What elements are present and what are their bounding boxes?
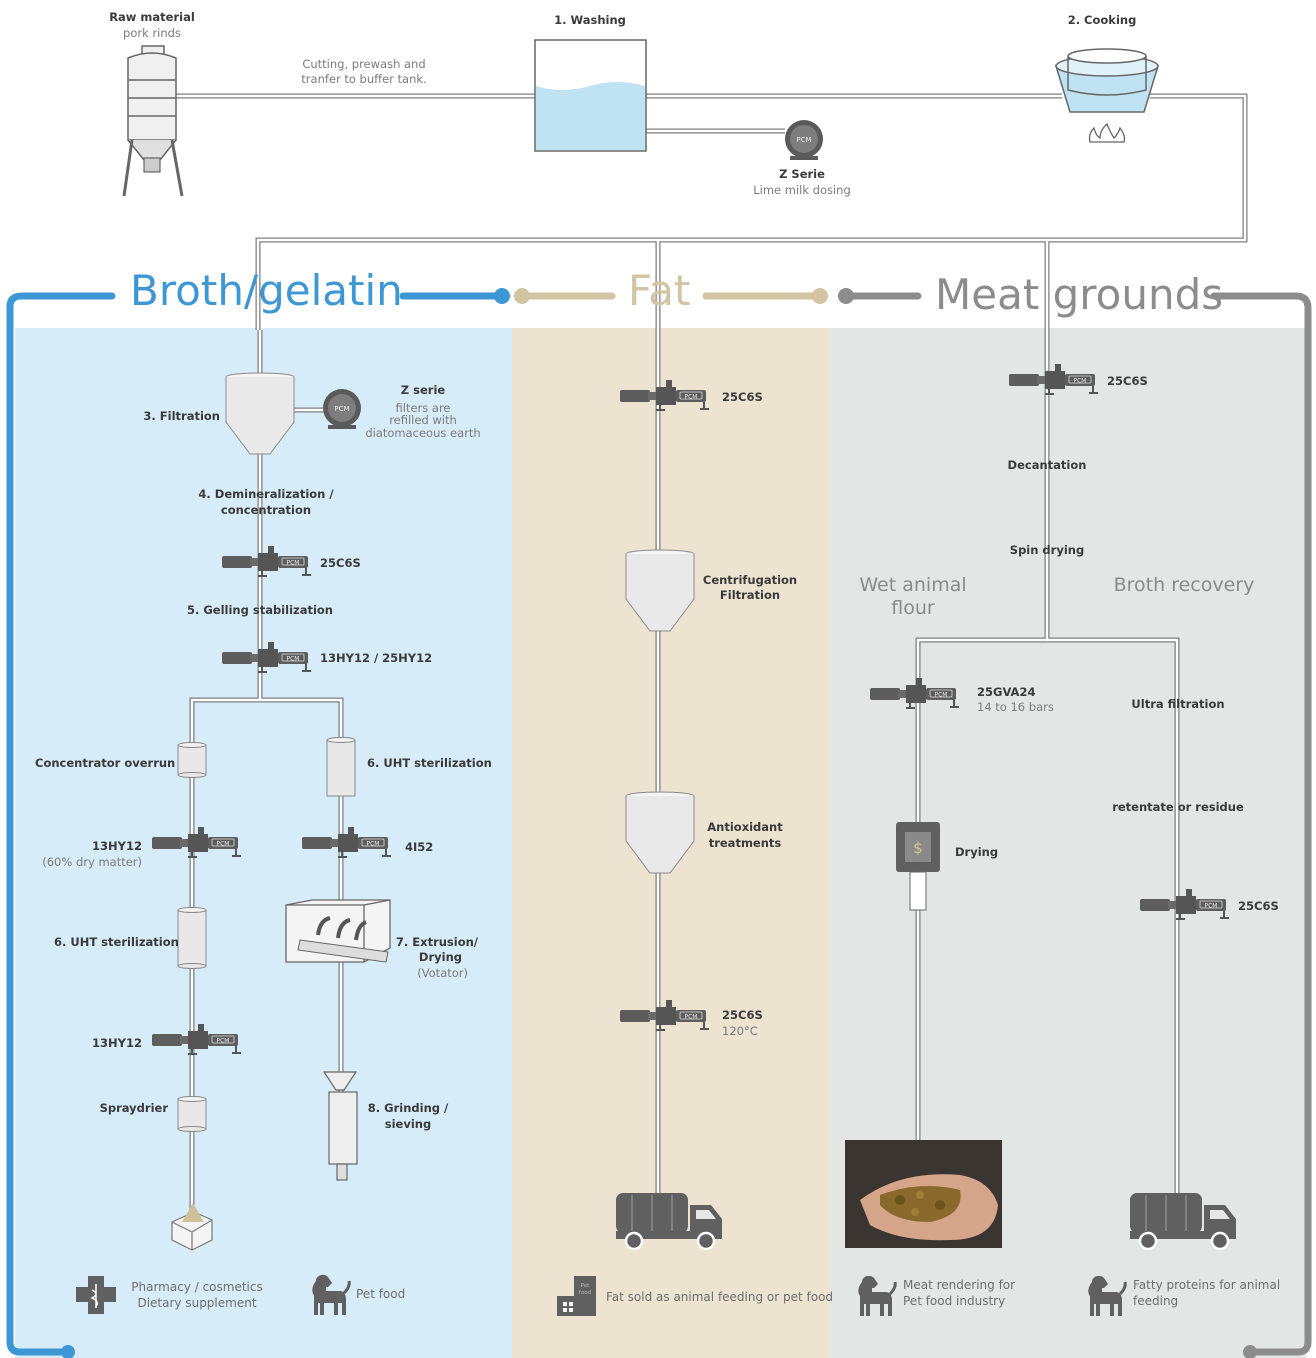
antioxidant-label-1: Antioxidant	[707, 820, 783, 834]
extrusion-label-1: 7. Extrusion/	[395, 935, 478, 949]
cooking-label: 2. Cooking	[1067, 13, 1137, 27]
retentate-label: retentate or residue	[1112, 800, 1244, 814]
transfer-note-line1: Cutting, prewash and	[302, 57, 426, 71]
pressure-label: 14 to 16 bars	[977, 700, 1054, 714]
pet-food-label: Pet food	[356, 1287, 406, 1301]
pump-25c6s-broth-label: 25C6S	[320, 556, 361, 570]
gelling-label: 5. Gelling stabilization	[186, 603, 333, 617]
svg-text:food: food	[579, 1290, 591, 1296]
z-serie-title-top: Z Serie	[779, 167, 825, 181]
pump-25c6s-meat-right-label: 25C6S	[1238, 899, 1279, 913]
extrusion-label-2: Drying	[418, 950, 462, 964]
uht-right-label: 6. UHT sterilization	[367, 756, 492, 770]
broth-gelatin-heading: Broth/gelatin	[130, 266, 403, 315]
pump-25c6s-120c-label: 25C6S	[722, 1008, 763, 1022]
svg-text:$: $	[913, 839, 923, 857]
pump-25gva24-label: 25GVA24	[977, 685, 1036, 699]
broth-recovery-label: Broth recovery	[1113, 574, 1255, 596]
cooking-pot	[1054, 48, 1160, 143]
centrifugation-label: Centrifugation	[702, 573, 798, 587]
z-serie-line1: filters are	[395, 401, 451, 415]
ultra-filtration-label: Ultra filtration	[1131, 697, 1225, 711]
pump-25c6s-fat-label: 25C6S	[722, 390, 763, 404]
svg-text:Pet: Pet	[581, 1283, 591, 1289]
drying-unit: $	[896, 822, 940, 911]
meat-grounds-heading: Meat grounds	[935, 270, 1224, 319]
fat-heading: Fat	[628, 266, 691, 315]
z-serie-line2: refilled with	[389, 413, 457, 427]
pump-13hy12-left-2-label: 13HY12	[92, 1036, 142, 1050]
antioxidant-label-2: treatments	[708, 836, 782, 850]
raw-material-title: Raw material	[109, 10, 195, 24]
uht-cylinder-left	[177, 907, 207, 969]
dry-matter-note: (60% dry matter)	[42, 855, 142, 869]
meat-photo	[845, 1140, 1002, 1248]
fatty-proteins-label-1: Fatty proteins for animal	[1133, 1278, 1281, 1292]
temperature-label: 120°C	[722, 1024, 758, 1038]
product-box	[171, 1203, 213, 1251]
filtration-label: 3. Filtration	[143, 409, 220, 423]
broth-frame-line	[6, 292, 116, 1356]
transfer-note-line2: tranfer to buffer tank.	[301, 72, 427, 86]
raw-material-subtitle: pork rinds	[123, 26, 181, 40]
concentrator-cylinder	[177, 742, 207, 778]
pump-13hy12-25hy12-label: 13HY12 / 25HY12	[320, 651, 433, 665]
pump-13hy12-left-label: 13HY12	[92, 839, 142, 853]
pump-4i52-label: 4I52	[405, 840, 434, 854]
z-serie-title-broth: Z serie	[400, 383, 446, 397]
concentrator-label: Concentrator overrun	[35, 756, 176, 770]
fatty-proteins-label-2: feeding	[1133, 1294, 1179, 1308]
washing-label: 1. Washing	[554, 13, 626, 27]
z-serie-line3: diatomaceous earth	[365, 426, 481, 440]
broth-section-background	[15, 328, 512, 1358]
factory-icon: Pet food	[557, 1276, 596, 1316]
extrusion-label-3: (Votator)	[417, 966, 468, 980]
fat-sold-label: Fat sold as animal feeding or pet food	[606, 1290, 834, 1304]
raw-material-silo	[122, 45, 184, 197]
grinder	[322, 1071, 358, 1181]
wet-animal-flour-label-1: Wet animal	[859, 574, 967, 596]
pharmacy-cross-icon	[76, 1276, 116, 1314]
wet-animal-flour-label-2: flour	[891, 597, 935, 619]
pump-25c6s-meat-label: 25C6S	[1107, 374, 1148, 388]
filtration-fat-label: Filtration	[719, 588, 781, 602]
spraydrier-label: Spraydrier	[99, 1101, 168, 1115]
drying-label: Drying	[955, 845, 999, 859]
lime-milk-pump-icon	[785, 120, 823, 160]
grinding-label-1: 8. Grinding /	[367, 1101, 449, 1115]
uht-left-label: 6. UHT sterilization	[54, 935, 179, 949]
demineralization-label-1: 4. Demineralization /	[198, 487, 334, 501]
washing-tank	[534, 39, 647, 152]
demineralization-label-2: concentration	[220, 503, 312, 517]
meat-rendering-label-1: Meat rendering for	[903, 1278, 1016, 1292]
pharmacy-label-2: Dietary supplement	[137, 1296, 257, 1310]
decantation-label: Decantation	[1007, 458, 1087, 472]
extrusion-dryer	[285, 899, 391, 963]
meat-rendering-label-2: Pet food industry	[903, 1294, 1006, 1308]
spraydrier-cylinder	[177, 1096, 207, 1132]
spin-drying-label: Spin drying	[1009, 543, 1085, 557]
pharmacy-label-1: Pharmacy / cosmetics	[131, 1280, 263, 1294]
grinding-label-2: sieving	[384, 1117, 432, 1131]
z-serie-subtitle-top: Lime milk dosing	[753, 183, 851, 197]
